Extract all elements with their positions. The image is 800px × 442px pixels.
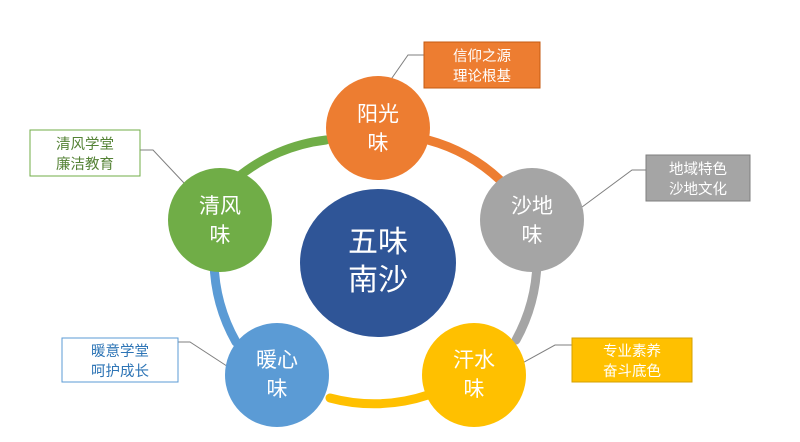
callout-yangguang: 信仰之源 理论根基 — [423, 41, 541, 89]
node-nuanxin-line1: 暖心 — [256, 348, 298, 372]
center-node: 五味 南沙 — [300, 189, 456, 337]
arc-shadi-hanshui — [511, 257, 542, 345]
node-yangguang: 阳光 味 — [326, 76, 430, 180]
callout-nuanxin-line1: 暖意学堂 — [91, 342, 149, 360]
node-qingfeng-line1: 清风 — [199, 194, 241, 218]
callout-hanshui-line1: 专业素养 — [603, 343, 661, 360]
node-nuanxin-line2: 味 — [267, 377, 288, 401]
node-qingfeng-line2: 味 — [210, 223, 231, 247]
leader-shadi — [577, 169, 646, 211]
arc-yangguang-shadi — [423, 135, 505, 185]
callout-yangguang-line2: 理论根基 — [453, 68, 511, 85]
node-yangguang-line2: 味 — [368, 131, 389, 155]
callout-shadi-line2: 沙地文化 — [669, 181, 727, 198]
callout-yangguang-line1: 信仰之源 — [453, 48, 511, 65]
node-hanshui-line2: 味 — [464, 377, 485, 401]
arc-qingfeng-yangguang — [232, 135, 331, 183]
node-hanshui-line1: 汗水 — [453, 348, 495, 372]
node-shadi: 沙地 味 — [480, 168, 584, 272]
arc-hanshui-nuanxin — [325, 390, 433, 409]
callout-qingfeng-line1: 清风学堂 — [56, 136, 114, 153]
callout-hanshui-line2: 奋斗底色 — [603, 363, 661, 380]
callout-shadi: 地域特色 沙地文化 — [645, 154, 751, 202]
callout-qingfeng: 清风学堂 廉洁教育 — [29, 129, 141, 177]
callout-shadi-line1: 地域特色 — [669, 161, 727, 178]
center-label-line1: 五味 — [348, 225, 408, 260]
node-qingfeng: 清风 味 — [168, 168, 272, 272]
node-hanshui: 汗水 味 — [422, 323, 526, 427]
callout-hanshui: 专业素养 奋斗底色 — [571, 337, 693, 383]
leader-nuanxin — [178, 341, 237, 373]
center-label-line2: 南沙 — [348, 263, 408, 298]
callout-qingfeng-line2: 廉洁教育 — [56, 156, 114, 173]
arc-nuanxin-qingfeng — [209, 257, 241, 347]
node-shadi-line1: 沙地 — [511, 194, 553, 218]
node-nuanxin: 暖心 味 — [225, 323, 329, 427]
node-shadi-line2: 味 — [522, 223, 543, 247]
callout-nuanxin-line2: 呵护成长 — [91, 363, 149, 380]
node-yangguang-line1: 阳光 — [357, 102, 399, 126]
callout-nuanxin: 暖意学堂 呵护成长 — [61, 337, 179, 383]
